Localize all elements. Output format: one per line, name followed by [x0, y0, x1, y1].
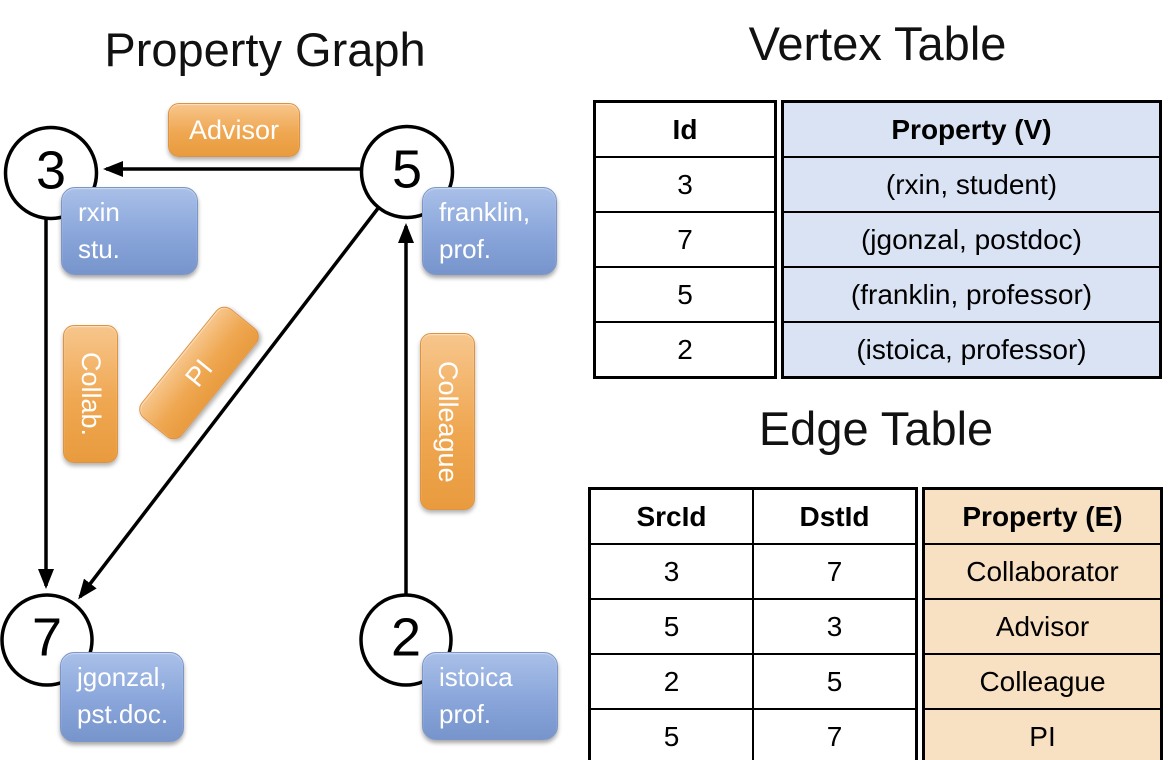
edge-label-text: Collab.	[76, 351, 106, 437]
table-row: 3 7	[591, 543, 915, 598]
cell: 5	[591, 600, 754, 653]
vertex-label-line: pst.doc.	[77, 698, 169, 729]
vertex-id-7: 7	[31, 607, 63, 668]
table-row: 2 5	[591, 653, 915, 708]
column-header: Id	[672, 113, 698, 145]
edge-label-advisor: Advisor	[168, 103, 300, 157]
table-row: 5 7	[591, 708, 915, 760]
cell: 7	[826, 720, 843, 752]
vertex-label-line: franklin,	[439, 197, 531, 227]
table-row: 2	[596, 321, 774, 376]
edge-label-collab: Collab.	[63, 325, 118, 463]
vertex-id-5: 5	[391, 139, 423, 200]
vertex-label-line: stu.	[78, 233, 120, 264]
table-row: (jgonzal, postdoc)	[784, 211, 1159, 266]
edge-table: SrcId DstId 3 7 5 3 2 5 5 7 Property (E)…	[588, 487, 1163, 760]
cell: 7	[826, 555, 843, 587]
table-row: Colleague	[925, 653, 1160, 708]
property-graph-diagram: 3 5 7 2 rxin stu. franklin, prof. jgonza…	[0, 103, 558, 742]
vertex-label-line: istoica	[439, 662, 513, 692]
table-row: 3	[596, 156, 774, 211]
vertex-table-title: Vertex Table	[748, 17, 1007, 70]
vertex-table-id-column: Id 3 7 5 2	[593, 100, 777, 379]
cell: 5	[591, 710, 754, 760]
edge-pi-5-to-7	[78, 205, 381, 600]
column-header: DstId	[799, 500, 870, 532]
vertex-table-property-column: Property (V) (rxin, student) (jgonzal, p…	[781, 100, 1162, 379]
table-row: 7	[596, 211, 774, 266]
vertex-label-jgonzal: jgonzal, pst.doc.	[60, 652, 184, 742]
vertex-label-rxin: rxin stu.	[61, 187, 198, 275]
column-header: Property (V)	[784, 103, 1159, 156]
edge-label-text: Advisor	[188, 114, 280, 145]
vertex-label-istoica: istoica prof.	[422, 652, 558, 740]
table-row: Advisor	[925, 598, 1160, 653]
table-row: PI	[925, 708, 1160, 760]
table-row: 5	[596, 266, 774, 321]
cell: 2	[591, 655, 754, 708]
table-header-row: SrcId DstId	[591, 490, 915, 543]
edge-table-title: Edge Table	[758, 402, 994, 455]
cell: 5	[826, 665, 843, 697]
edge-table-property-column: Property (E) Collaborator Advisor Collea…	[922, 487, 1163, 760]
edge-label-colleague: Colleague	[420, 333, 475, 510]
edge-table-id-columns: SrcId DstId 3 7 5 3 2 5 5 7	[588, 487, 918, 760]
table-row: (franklin, professor)	[784, 266, 1159, 321]
column-header: SrcId	[591, 490, 754, 543]
table-row: (rxin, student)	[784, 156, 1159, 211]
column-header: Property (E)	[925, 490, 1160, 543]
table-row: (istoica, professor)	[784, 321, 1159, 376]
vertex-label-line: prof.	[439, 233, 492, 264]
vertex-id-2: 2	[390, 607, 422, 668]
vertex-id-3: 3	[35, 140, 67, 201]
cell: 3	[591, 545, 754, 598]
vertex-table: Id 3 7 5 2 Property (V) (rxin, student) …	[593, 100, 1162, 379]
property-graph-title: Property Graph	[104, 23, 426, 76]
vertex-label-franklin: franklin, prof.	[422, 187, 557, 275]
vertex-label-line: prof.	[439, 698, 492, 729]
edge-label-text: PI	[178, 353, 219, 393]
vertex-label-line: rxin	[78, 197, 120, 227]
vertex-label-line: jgonzal,	[77, 662, 167, 692]
table-row: Collaborator	[925, 543, 1160, 598]
cell: 3	[826, 610, 843, 642]
table-row: 5 3	[591, 598, 915, 653]
edge-label-text: Colleague	[433, 360, 463, 483]
